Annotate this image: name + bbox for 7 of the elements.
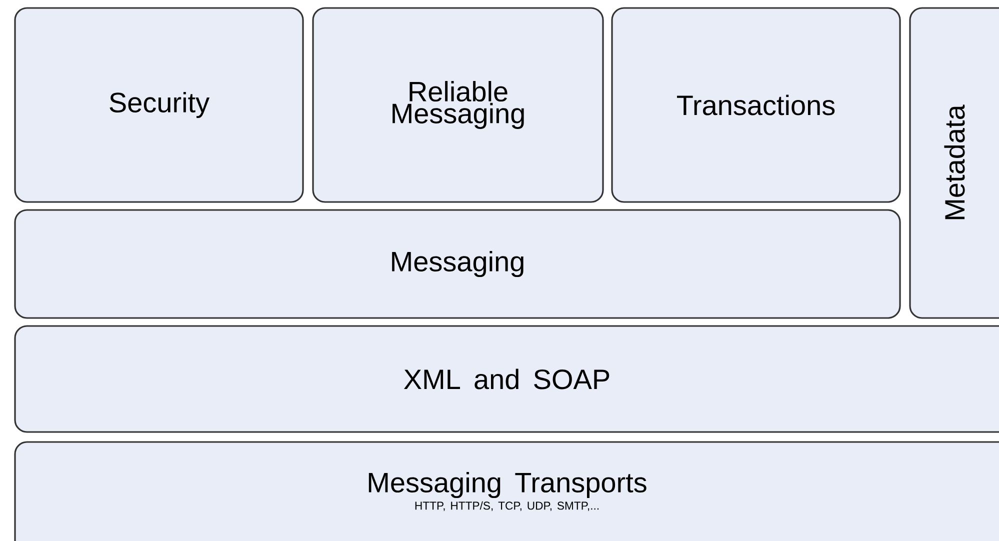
- layer-box: Messaging Transports HTTP, HTTP/S, TCP, UDP, SMTP,...: [14, 441, 999, 541]
- layer-box: XML and SOAP: [14, 325, 999, 433]
- layer-box: Security: [14, 7, 304, 203]
- layer-box: Metadata: [909, 7, 999, 319]
- layer-box: Transactions: [611, 7, 901, 203]
- layer-box: Messaging: [14, 209, 901, 319]
- layer-box: Reliable Messaging: [312, 7, 604, 203]
